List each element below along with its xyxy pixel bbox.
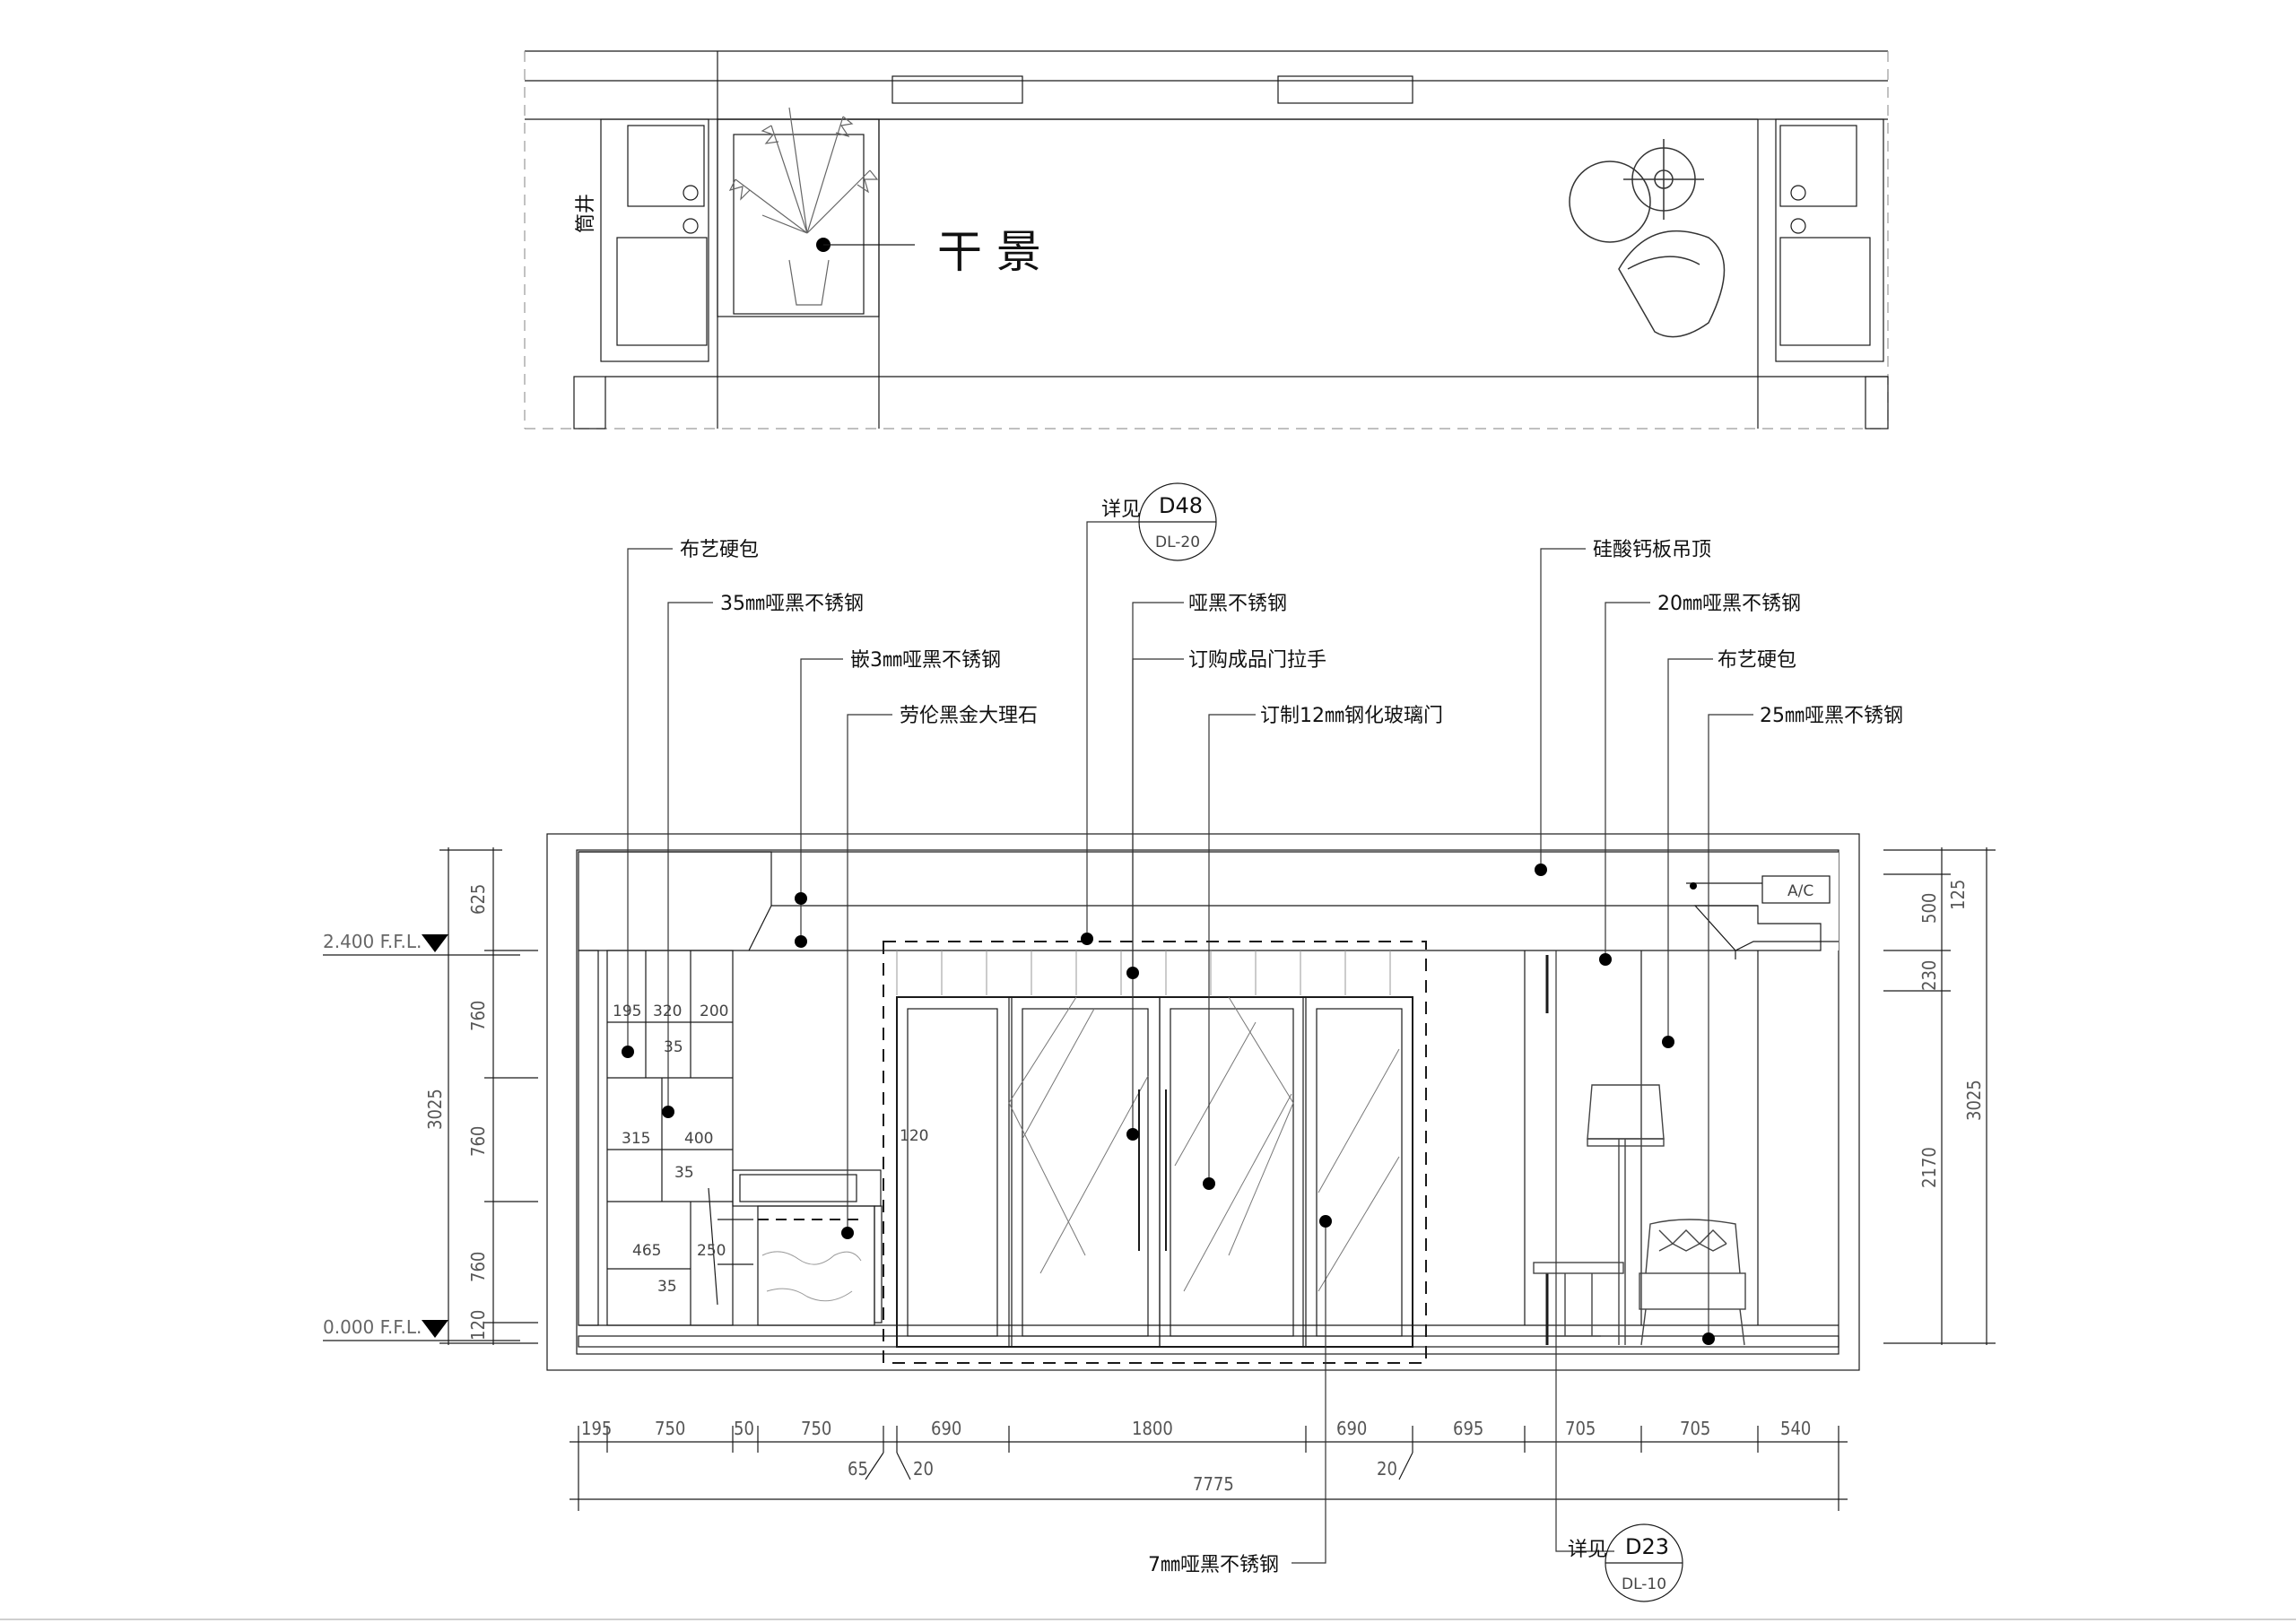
- detail-ref-top: 详见 D48 DL-20: [1101, 482, 1217, 561]
- callout-leaders: [627, 521, 1753, 1564]
- plan-view: 干 景 筒井: [524, 50, 1889, 430]
- armchair-icon: [1569, 139, 1726, 338]
- cab-dim-5: 400: [684, 1130, 713, 1148]
- dim-right-4: 3025: [1963, 1080, 1985, 1121]
- dim-total: 7775: [1193, 1473, 1234, 1495]
- dims-left: 625 760 760 760 120 3025: [424, 847, 538, 1345]
- level-upper: 2.400 F.F.L.: [323, 931, 422, 952]
- cab-dim-1: 320: [653, 1002, 682, 1020]
- cab-dim-3: 35: [664, 1038, 683, 1056]
- dim-bottom-6: 690: [1336, 1418, 1367, 1439]
- cab-dim-4: 315: [622, 1130, 650, 1148]
- dim-left-2: 760: [467, 1126, 489, 1157]
- side-table-icon: [1533, 1262, 1624, 1337]
- dim-right-0: 125: [1947, 880, 1969, 910]
- ref-top-prefix: 详见: [1101, 499, 1141, 521]
- cab-dim-9: 35: [657, 1278, 677, 1296]
- level-markers: 2.400 F.F.L. 0.000 F.F.L.: [323, 931, 520, 1341]
- elevation-view: A/C: [546, 833, 1860, 1371]
- dims-bottom: 195 750 50 750 690 1800 690 695 705 705 …: [570, 1418, 1848, 1511]
- lounge-chair-icon: [1639, 1219, 1746, 1346]
- plan-title: 干 景: [937, 226, 1041, 278]
- callout-right-2: 布艺硬包: [1718, 649, 1796, 672]
- ref-top-code: D48: [1159, 493, 1203, 518]
- dim-bottom-0: 195: [581, 1418, 612, 1439]
- glass-dim: 120: [900, 1127, 928, 1145]
- dim-bottom-7: 695: [1453, 1418, 1483, 1439]
- cab-dim-7: 465: [632, 1242, 661, 1260]
- dim-left-3: 760: [467, 1252, 489, 1282]
- cabinet-dims: 195 320 200 35 315 400 35 465 250 35 120: [613, 1002, 928, 1296]
- detail-ref-bottom: 详见 D23 DL-10: [1568, 1523, 1683, 1602]
- callout-left-3: 劳伦黑金大理石: [900, 705, 1038, 727]
- level-lower: 0.000 F.F.L.: [323, 1316, 422, 1338]
- dim-right-3: 2170: [1918, 1147, 1940, 1188]
- dim-left-4: 120: [467, 1310, 489, 1341]
- floor-lamp-icon: [1587, 1084, 1665, 1345]
- dim-bottom-3: 750: [801, 1418, 831, 1439]
- cab-dim-0: 195: [613, 1002, 641, 1020]
- callout-center-0: 哑黑不锈钢: [1188, 593, 1287, 615]
- dim-bottom-9: 705: [1680, 1418, 1710, 1439]
- dim-left-0: 625: [467, 884, 489, 915]
- dim-bottom-2: 50: [734, 1418, 754, 1439]
- ref-bottom-code: D23: [1625, 1534, 1669, 1559]
- dim-bottom-5: 1800: [1132, 1418, 1173, 1439]
- ref-bottom-prefix: 详见: [1568, 1539, 1607, 1561]
- cab-dim-8: 250: [697, 1242, 726, 1260]
- dims-right: 125 500 230 2170 3025: [1883, 847, 1996, 1345]
- callout-left-2: 嵌3㎜哑黑不锈钢: [850, 649, 1001, 672]
- plant-icon: [728, 107, 879, 306]
- ac-label: A/C: [1787, 882, 1813, 900]
- dim-bottom-small-0: 65: [848, 1458, 868, 1480]
- dim-bottom-4: 690: [931, 1418, 961, 1439]
- callout-right-1: 20㎜哑黑不锈钢: [1657, 593, 1801, 615]
- cab-dim-6: 35: [674, 1164, 694, 1182]
- callout-right-0: 硅酸钙板吊顶: [1593, 539, 1711, 561]
- callout-center-1: 订购成品门拉手: [1188, 649, 1326, 672]
- callout-center-2: 订制12㎜钢化玻璃门: [1260, 705, 1443, 727]
- callout-right-3: 25㎜哑黑不锈钢: [1760, 705, 1903, 727]
- dim-bottom-8: 705: [1565, 1418, 1596, 1439]
- callout-bottom: 7㎜哑黑不锈钢: [1148, 1554, 1279, 1576]
- ref-bottom-sheet: DL-10: [1622, 1575, 1666, 1593]
- callout-texts: 布艺硬包 35㎜哑黑不锈钢 嵌3㎜哑黑不锈钢 劳伦黑金大理石 哑黑不锈钢 订购成…: [680, 539, 1903, 1576]
- cab-dim-2: 200: [700, 1002, 728, 1020]
- dim-right-2: 230: [1918, 960, 1940, 991]
- callout-dots: [622, 864, 1715, 1345]
- dim-left-1: 760: [467, 1001, 489, 1031]
- plan-left-label: 筒井: [575, 194, 597, 233]
- dim-left-5: 3025: [424, 1089, 446, 1130]
- dim-bottom-small-1: 20: [913, 1458, 934, 1480]
- dim-bottom-10: 540: [1780, 1418, 1811, 1439]
- ref-top-sheet: DL-20: [1155, 534, 1200, 551]
- dim-bottom-1: 750: [655, 1418, 685, 1439]
- dim-right-1: 500: [1918, 893, 1940, 924]
- callout-left-1: 35㎜哑黑不锈钢: [720, 593, 864, 615]
- dim-bottom-small-2: 20: [1377, 1458, 1397, 1480]
- callout-left-0: 布艺硬包: [680, 539, 759, 561]
